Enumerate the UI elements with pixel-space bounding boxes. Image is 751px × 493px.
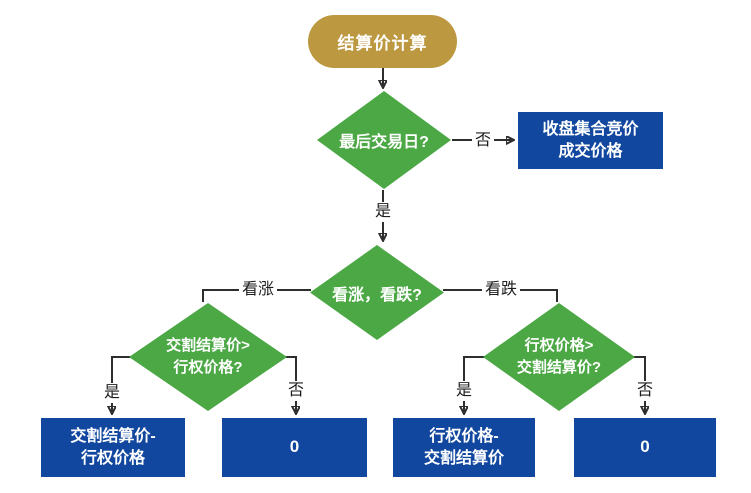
edge-label-put-no: 否	[633, 381, 657, 401]
edge-label-branch-call: 看涨	[238, 280, 278, 300]
result-call-intrinsic-value: 交割结算价- 行权价格	[41, 418, 185, 477]
edge-label-branch-put: 看跌	[481, 280, 521, 300]
result-closing-auction-price: 收盘集合竞价 成交价格	[518, 112, 663, 169]
edge-label-put-yes: 是	[452, 381, 476, 401]
edge-label-last-day-no: 否	[471, 131, 495, 151]
start-node-settlement-price: 结算价计算	[308, 15, 457, 68]
result-put-intrinsic-value: 行权价格- 交割结算价	[393, 418, 535, 477]
edge-label-last-day-yes: 是	[371, 202, 395, 222]
edge-label-call-yes: 是	[100, 383, 124, 403]
result-put-zero: 0	[574, 418, 716, 477]
edge-branch-put	[443, 289, 558, 302]
edge-label-call-no: 否	[284, 381, 308, 401]
result-call-zero: 0	[222, 418, 367, 477]
